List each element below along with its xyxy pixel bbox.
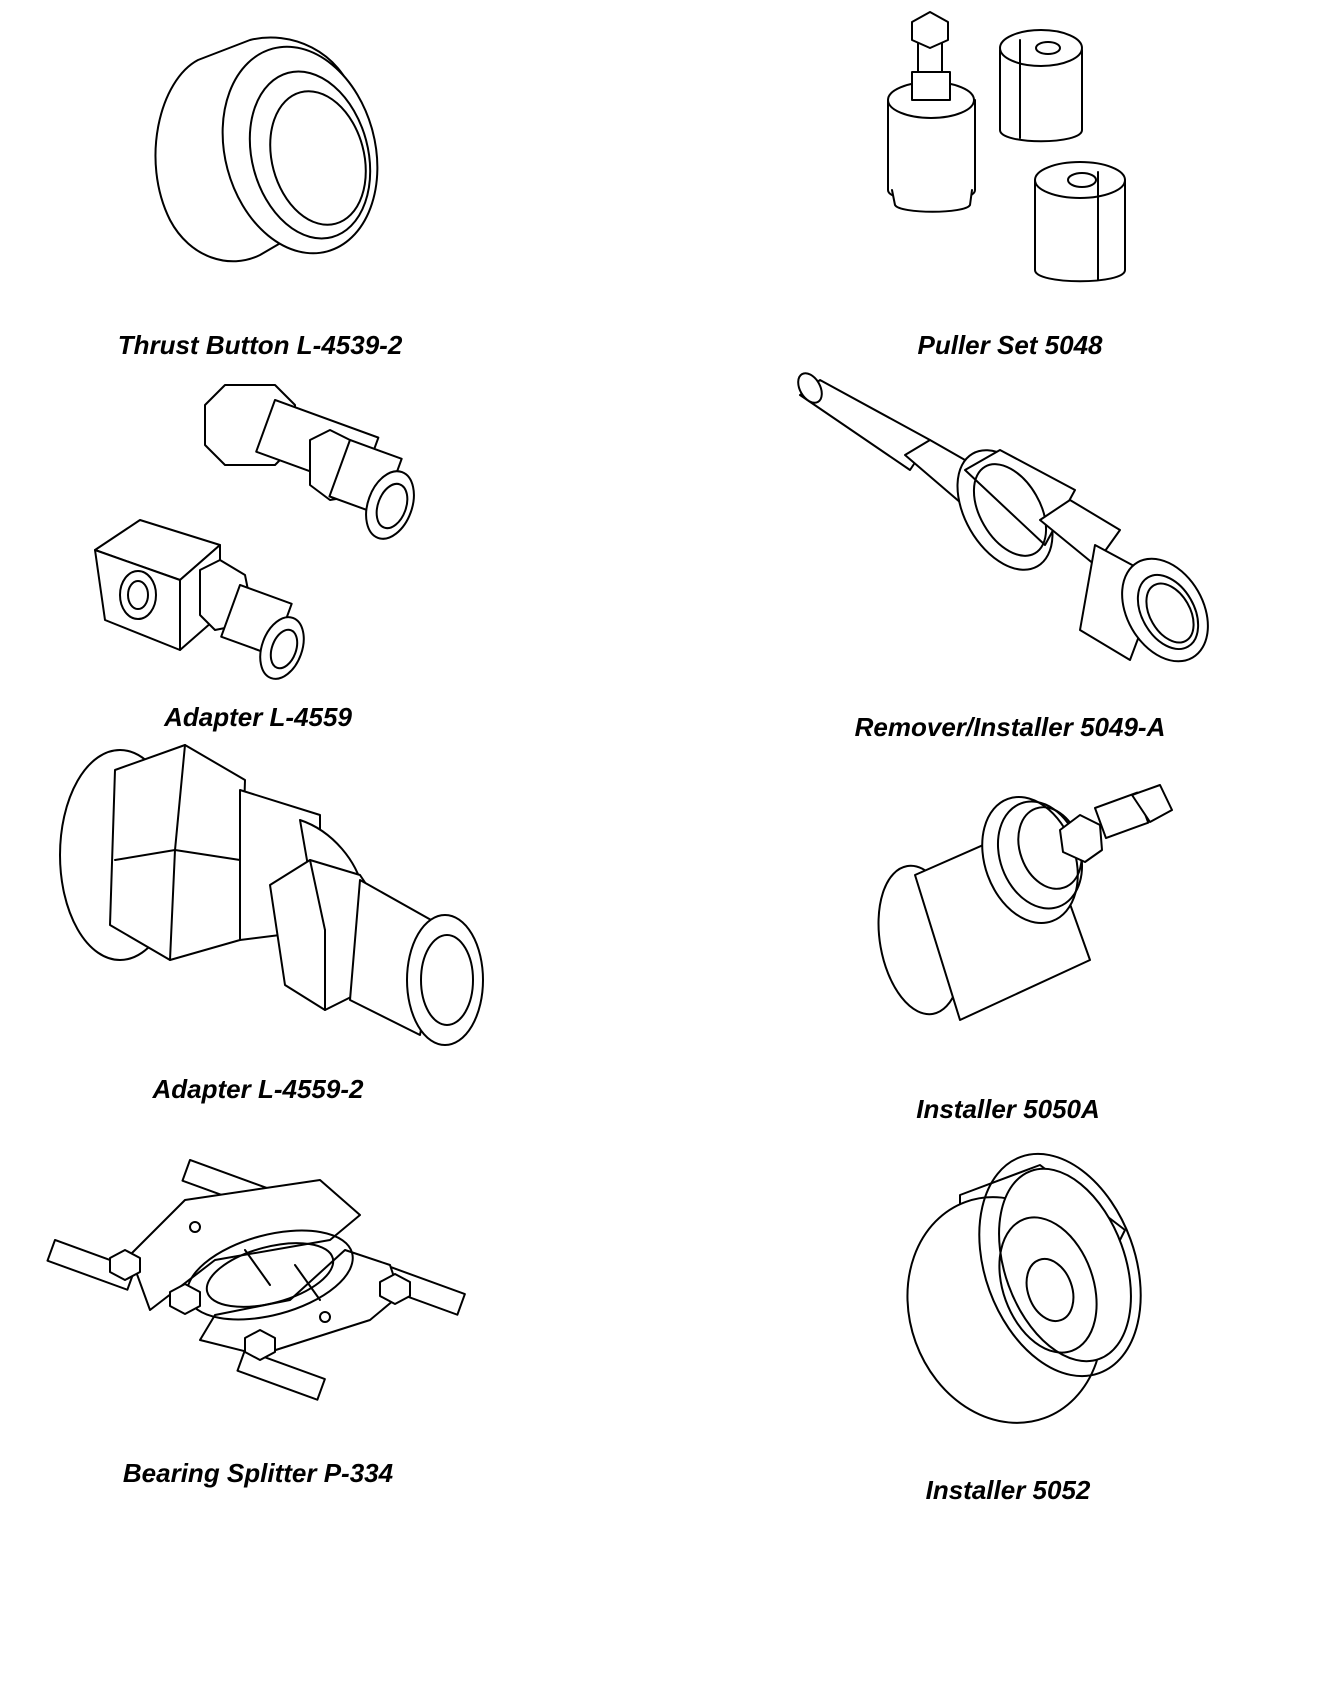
tool-caption-adapter: Adapter L-4559 <box>164 702 352 732</box>
tool-caption-adapter-2: Adapter L-4559-2 <box>152 1074 364 1104</box>
installer-5050a-illustration <box>877 784 1173 1021</box>
tool-caption-installer-5050a: Installer 5050A <box>916 1094 1100 1124</box>
adapter-illustration <box>94 384 415 680</box>
puller-set-illustration <box>887 11 1126 283</box>
tool-caption-bearing-splitter: Bearing Splitter P-334 <box>122 1458 394 1488</box>
installer-5052-illustration <box>906 1152 1142 1424</box>
tool-caption-remover-installer: Remover/Installer 5049-A <box>854 712 1166 742</box>
tool-caption-puller-set: Puller Set 5048 <box>917 330 1103 360</box>
thrust-button-illustration <box>154 36 379 263</box>
tool-caption-installer-5052: Installer 5052 <box>925 1475 1091 1505</box>
tool-caption-thrust-button: Thrust Button L-4539-2 <box>117 330 403 360</box>
bearing-splitter-illustration <box>46 1159 466 1401</box>
remover-installer-illustration <box>797 372 1209 663</box>
adapter-2-illustration <box>59 744 484 1046</box>
